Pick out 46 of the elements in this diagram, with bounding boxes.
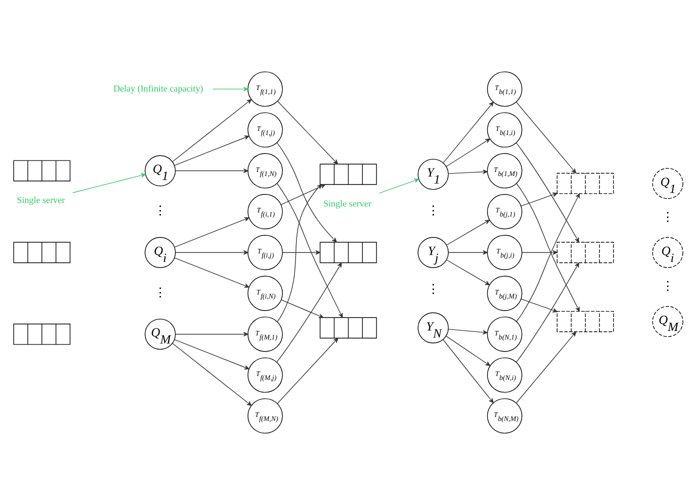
label: ⋮	[426, 281, 440, 296]
arrow	[516, 142, 580, 242]
label: ⋮	[661, 210, 674, 224]
arrow	[277, 100, 338, 164]
arrow	[172, 98, 252, 162]
arrow	[175, 168, 248, 173]
node-text: Delay (Infinite capacity)	[113, 82, 204, 93]
arrow	[282, 250, 320, 254]
label: ⋮	[154, 284, 167, 299]
arrow	[276, 142, 337, 242]
arrow	[174, 216, 250, 248]
arrow	[276, 182, 343, 318]
arrow	[172, 342, 252, 406]
arrow	[280, 184, 326, 205]
arrow	[174, 135, 250, 166]
arrow	[516, 331, 576, 403]
arrow	[516, 101, 576, 173]
arrow	[446, 138, 490, 166]
arrow	[520, 298, 558, 312]
arrow	[522, 250, 558, 254]
arrow	[174, 256, 250, 288]
arrow	[448, 169, 488, 174]
arrow	[446, 335, 490, 366]
arrow	[448, 328, 488, 334]
arrow	[378, 178, 420, 194]
arrow	[277, 337, 338, 404]
arrow	[520, 192, 558, 206]
arrow	[448, 250, 488, 254]
arrow	[442, 338, 494, 403]
arrow	[175, 250, 248, 254]
arrow	[212, 86, 248, 91]
node-text: Single server	[323, 198, 372, 208]
label: ⋮	[426, 203, 440, 218]
arrow	[442, 101, 494, 163]
arrow	[516, 262, 580, 362]
label: ⋮	[154, 203, 167, 218]
arrow	[175, 331, 248, 336]
arrow	[72, 172, 146, 193]
arrow	[276, 184, 322, 322]
label: ⋮	[661, 278, 674, 293]
arrow	[276, 262, 342, 362]
arrow	[446, 259, 490, 285]
arrow	[174, 338, 250, 369]
arrow	[280, 299, 324, 318]
node-text: Single server	[16, 194, 65, 204]
arrow	[446, 219, 490, 245]
